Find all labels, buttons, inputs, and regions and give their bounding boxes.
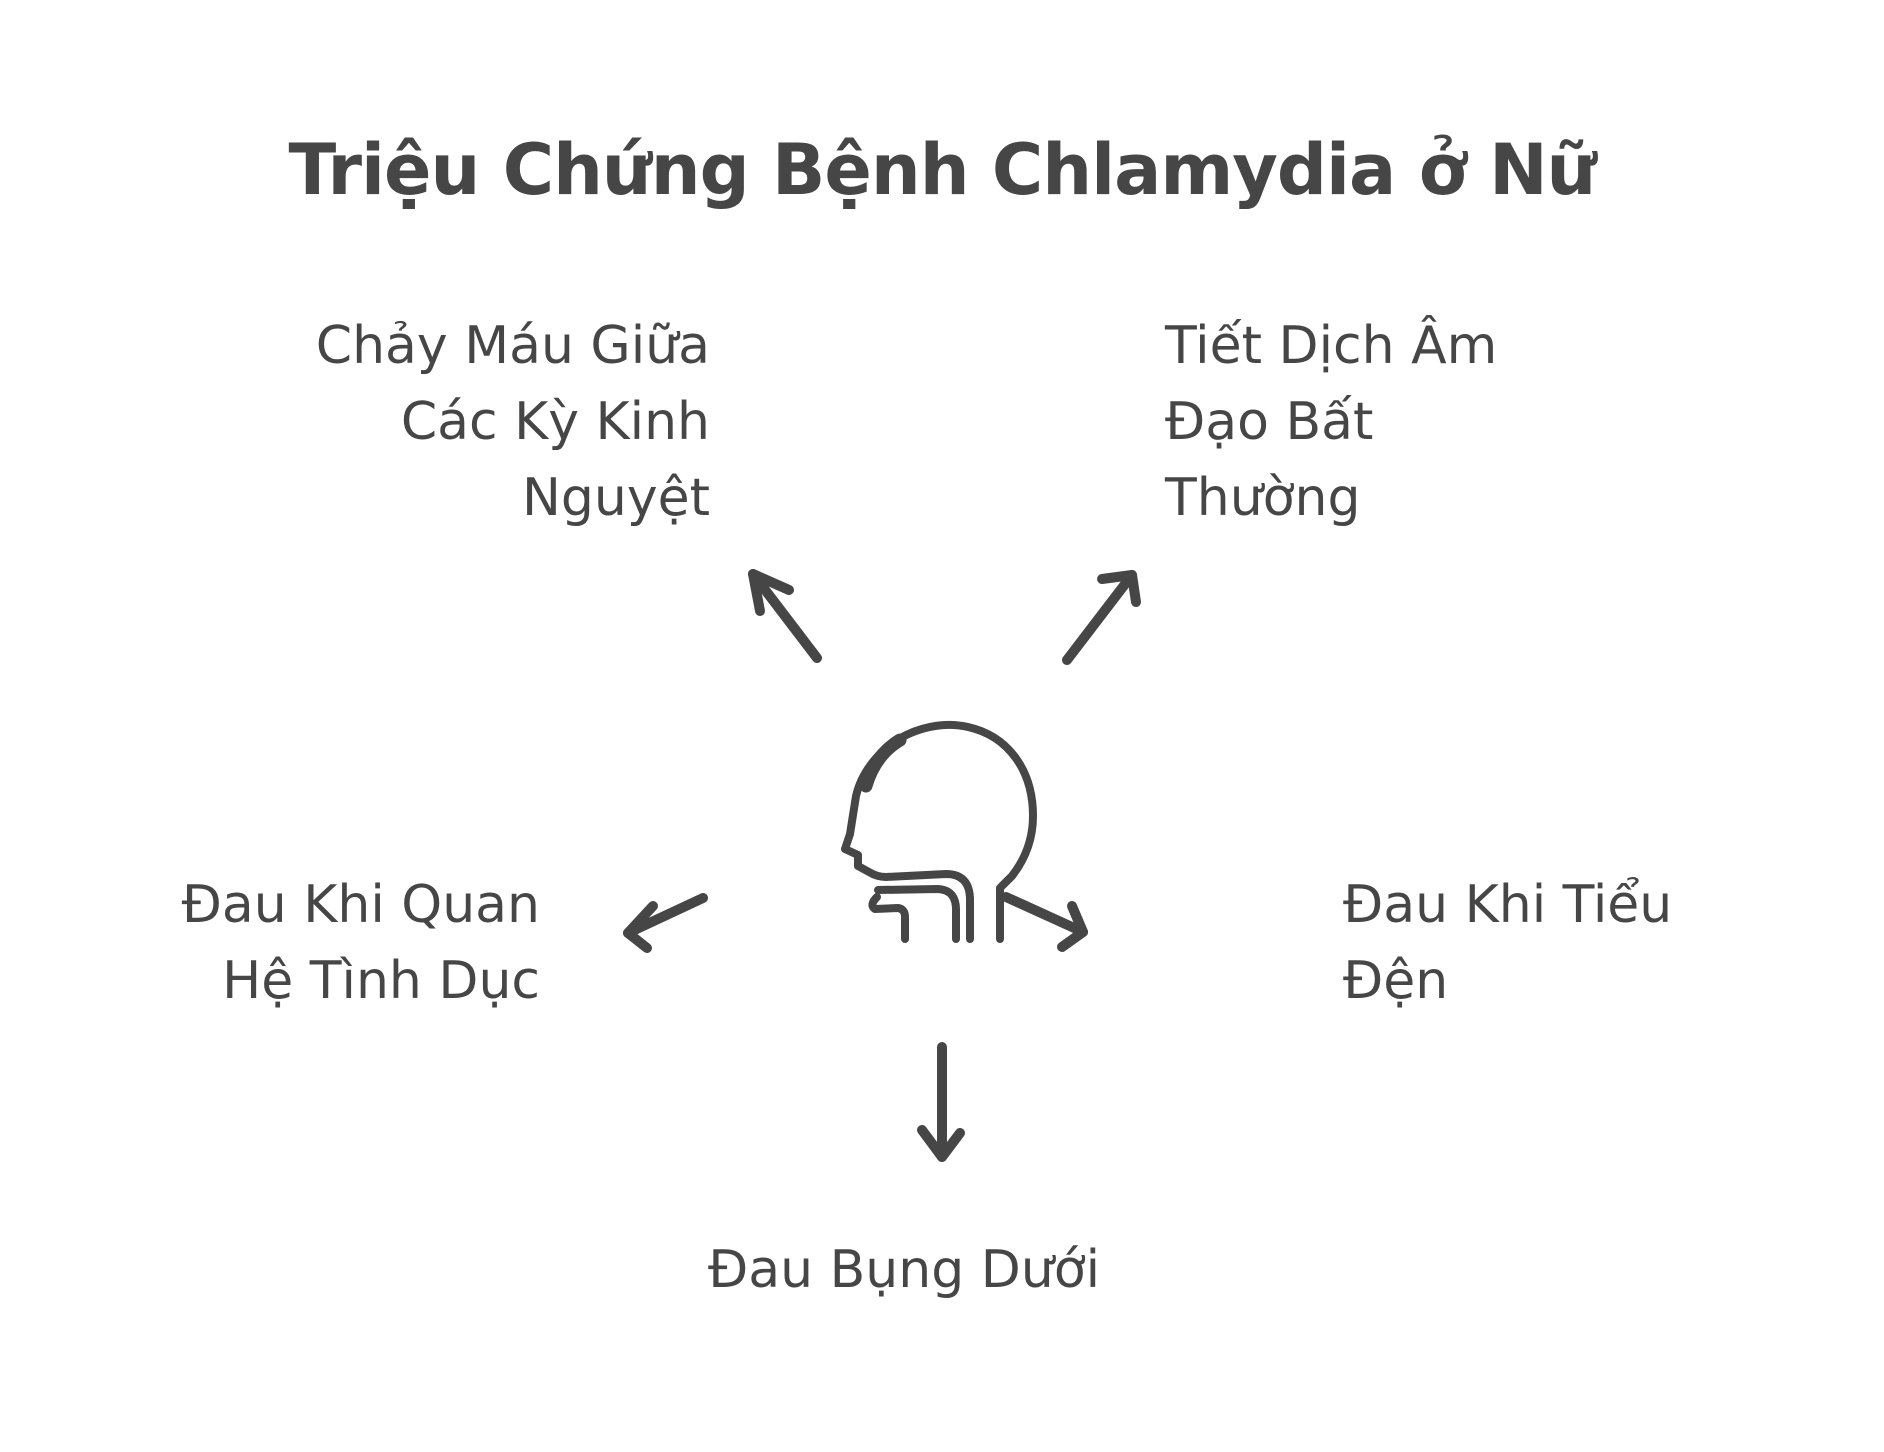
symptom-label-pain-urinating: Đau Khi Tiểu Đện	[1343, 875, 1673, 1011]
symptom-label-pain-during-sex: Đau Khi Quan Hệ Tình Dục	[181, 875, 540, 1011]
arrow-to-top-left	[748, 569, 822, 663]
arrow-to-left	[623, 893, 708, 953]
page-title: Triệu Chứng Bệnh Chlamydia ở Nữ	[288, 129, 1596, 211]
symptom-label-bleeding-between-periods: Chảy Máu Giữa Các Kỳ Kinh Nguyệt	[315, 316, 710, 528]
hair-stroke	[859, 733, 907, 793]
arrow-to-bottom	[917, 1042, 965, 1162]
head-throat-profile-icon	[841, 720, 1037, 943]
arrow-to-top-right	[1062, 570, 1141, 665]
arrow-to-right	[1001, 892, 1088, 952]
symptom-label-lower-abdominal-pain: Đau Bụng Dưới	[707, 1240, 1101, 1300]
symptom-label-abnormal-discharge: Tiết Dịch Âm Đạo Bất Thường	[1165, 316, 1498, 528]
